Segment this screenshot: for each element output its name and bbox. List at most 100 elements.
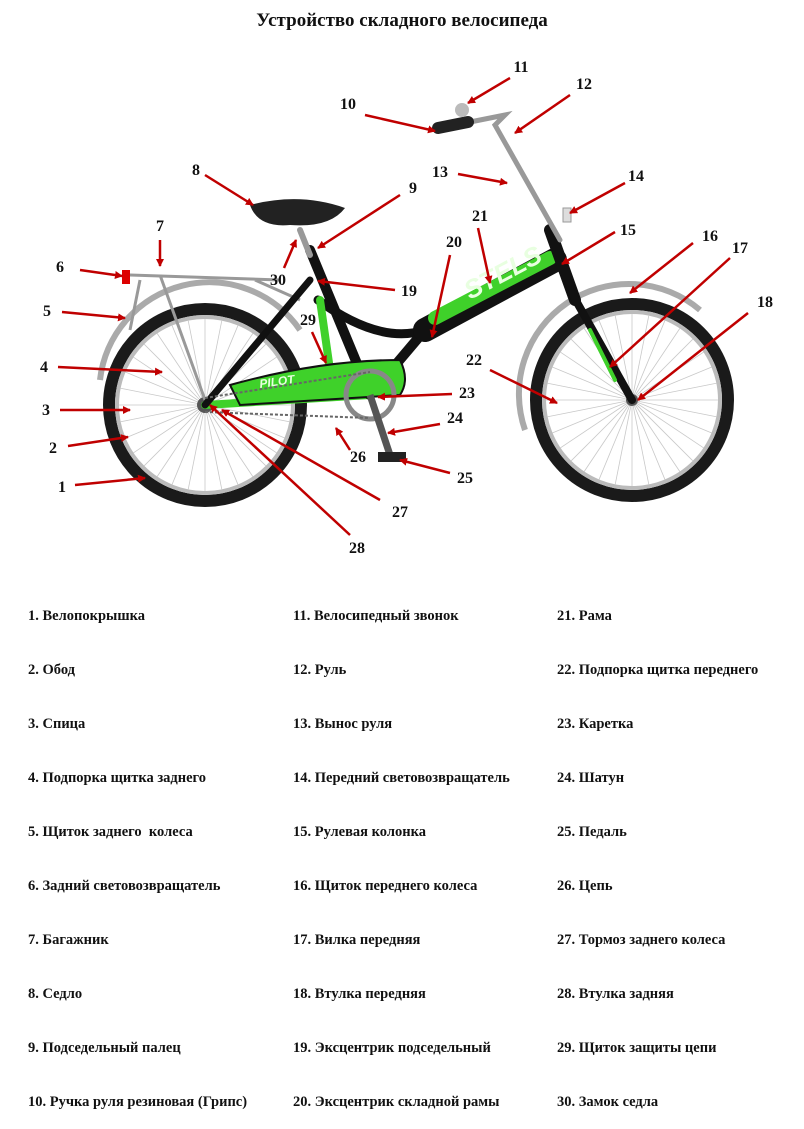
spoke (631, 382, 717, 401)
callout-number: 17 (732, 240, 748, 257)
spoke (133, 356, 206, 406)
callout-arrow (364, 113, 436, 134)
callout-24: 24 (387, 410, 463, 436)
legend-item: 8. Седло (28, 986, 83, 1002)
legend-item: 22. Подпорка щитка переднего (557, 662, 759, 678)
grip (432, 116, 474, 134)
callout-arrow (61, 310, 126, 322)
chainguard-model-logo: PILOT (258, 372, 297, 391)
callout-30: 30 (270, 239, 298, 289)
callout-arrow (74, 474, 146, 487)
callout-9: 9 (317, 180, 417, 250)
callout-arrow (209, 404, 351, 536)
callout-number: 12 (576, 76, 592, 93)
legend-item: 17. Вилка передняя (293, 932, 421, 948)
callout-number: 21 (472, 208, 488, 225)
frame (201, 110, 636, 409)
front-reflector (562, 207, 572, 223)
spoke (631, 328, 681, 401)
saddle (250, 199, 345, 226)
callout-27: 27 (221, 408, 408, 521)
callout-21: 21 (472, 208, 493, 284)
spoke (598, 399, 633, 480)
legend-item: 15. Рулевая колонка (293, 824, 426, 840)
callout-number: 3 (42, 402, 50, 419)
spoke (547, 382, 633, 401)
callout-number: 26 (350, 449, 366, 466)
callout-number: 20 (446, 234, 462, 251)
rear-reflector-shape (122, 270, 130, 284)
callout-15: 15 (561, 222, 636, 266)
callout-arrow (377, 392, 453, 401)
bicycle: STELS PILOT (97, 103, 734, 507)
spoke (156, 404, 206, 477)
spoke (614, 315, 633, 401)
spoke (631, 338, 694, 401)
callout-arrow (221, 408, 381, 502)
spoke (631, 399, 681, 472)
legend-item: 18. Втулка передняя (293, 986, 426, 1002)
callout-1: 1 (58, 474, 146, 496)
legend-item: 24. Шатун (557, 770, 625, 786)
spoke (552, 399, 633, 434)
callout-number: 19 (401, 283, 417, 300)
legend-item: 9. Подседельный палец (28, 1040, 181, 1056)
callout-11: 11 (467, 59, 529, 105)
legend-item: 11. Велосипедный звонок (293, 608, 459, 624)
rear-fender (97, 279, 303, 381)
callout-16: 16 (629, 228, 718, 294)
callout-number: 30 (270, 272, 286, 289)
callout-number: 10 (340, 96, 356, 113)
callout-18: 18 (637, 294, 773, 401)
callout-22: 22 (466, 352, 558, 405)
callout-arrow (317, 193, 401, 250)
spoke (560, 399, 633, 449)
spoke (204, 320, 223, 406)
spoke (125, 404, 206, 439)
callout-arrow (514, 93, 571, 135)
rear-rack (128, 273, 301, 401)
spoke (120, 404, 206, 423)
callout-8: 8 (192, 162, 254, 207)
callout-29: 29 (300, 312, 328, 364)
callout-number: 18 (757, 294, 773, 311)
spoke (156, 333, 206, 406)
callout-number: 24 (447, 410, 463, 427)
callout-arrow (489, 368, 558, 405)
spoke (552, 366, 633, 401)
callout-number: 7 (156, 218, 164, 235)
crank (366, 393, 394, 457)
callout-number: 16 (702, 228, 718, 245)
callout-number: 4 (40, 359, 48, 376)
callout-number: 6 (56, 259, 64, 276)
callout-arrow (79, 268, 123, 279)
spoke (583, 399, 633, 472)
callout-arrow (204, 173, 254, 207)
spoke (631, 399, 717, 418)
callout-19: 19 (317, 277, 417, 300)
spoke (125, 371, 206, 406)
callout-number: 25 (457, 470, 473, 487)
spoke (631, 320, 666, 401)
callout-number: 29 (300, 312, 316, 329)
callout-number: 1 (58, 479, 66, 496)
spoke (631, 315, 650, 401)
spoke (133, 404, 206, 454)
callout-number: 27 (392, 504, 408, 521)
spoke (120, 387, 206, 406)
callout-arrow (399, 457, 451, 475)
spoke (631, 399, 666, 480)
callout-5: 5 (43, 303, 126, 322)
callout-number: 13 (432, 164, 448, 181)
callout-arrow (67, 434, 129, 448)
callout-arrow (637, 312, 749, 401)
callout-4: 4 (40, 359, 163, 376)
legend-item: 19. Эксцентрик подседельный (293, 1040, 491, 1056)
legend-item: 4. Подпорка щитка заднего (28, 770, 207, 786)
spoke (204, 404, 267, 467)
callout-number: 8 (192, 162, 200, 179)
diagram-title: Устройство складного велосипеда (256, 10, 548, 31)
legend-item: 13. Вынос руля (293, 716, 393, 732)
callout-arrow (310, 331, 328, 364)
